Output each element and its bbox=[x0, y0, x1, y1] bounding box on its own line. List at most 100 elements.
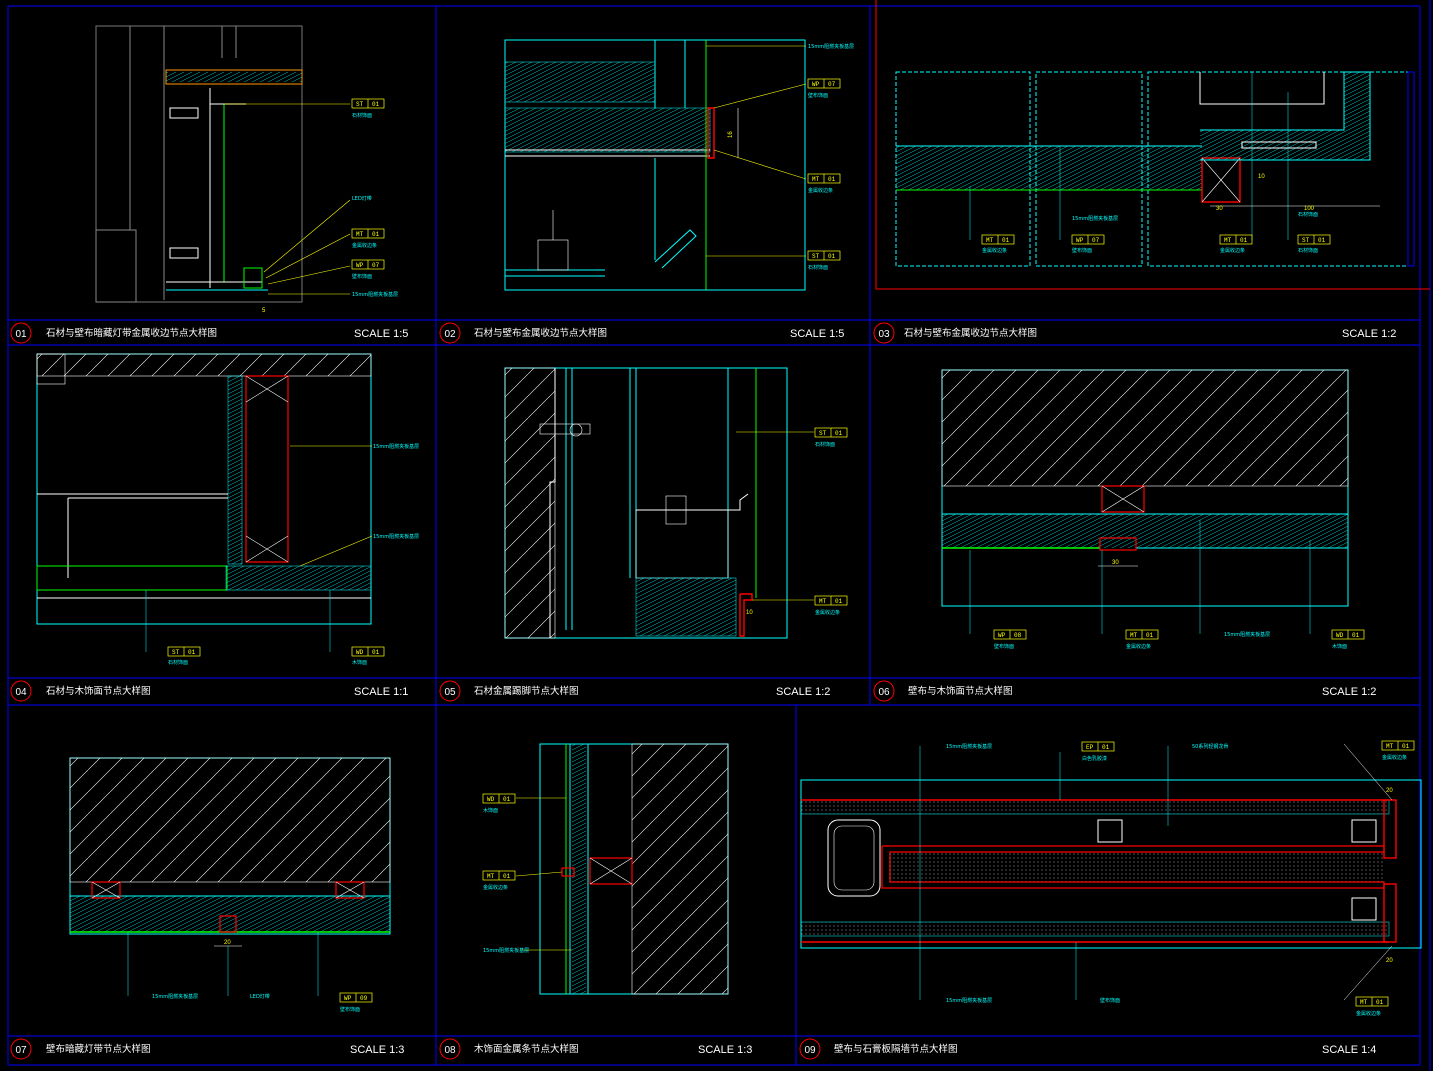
detail-title: 壁布与石膏板隔墙节点大样图 bbox=[834, 1043, 958, 1055]
detail-number-circle bbox=[439, 1038, 461, 1060]
svg-text:石材饰面: 石材饰面 bbox=[352, 112, 372, 119]
svg-text:01: 01 bbox=[503, 796, 511, 803]
svg-text:15mm阻燃夹板基层: 15mm阻燃夹板基层 bbox=[946, 743, 992, 750]
svg-text:壁布饰面: 壁布饰面 bbox=[808, 92, 828, 99]
svg-text:07: 07 bbox=[372, 262, 380, 269]
sheet-grid bbox=[7, 0, 1431, 1071]
svg-text:白色乳胶漆: 白色乳胶漆 bbox=[1082, 755, 1107, 762]
svg-text:LED灯带: LED灯带 bbox=[352, 195, 372, 202]
detail-02: 16 15mm阻燃夹板基层 WP 07 壁布饰面 MT 01 金属收边条 ST … bbox=[504, 39, 854, 291]
svg-text:01: 01 bbox=[372, 231, 380, 238]
svg-text:07: 07 bbox=[1092, 237, 1100, 244]
svg-text:15mm阻燃夹板基层: 15mm阻燃夹板基层 bbox=[373, 533, 419, 540]
detail-03: 30 100 10 MT 01 金属收边条 15mm阻燃夹板基层 WP 07 壁… bbox=[875, 0, 1430, 290]
detail-number: 07 bbox=[15, 1045, 27, 1056]
detail-01: ST 01 石材饰面 LED灯带 MT 01 金属收边条 WP 07 壁布饰面 … bbox=[95, 25, 398, 314]
svg-text:ST: ST bbox=[819, 430, 827, 437]
detail-scale: SCALE 1:4 bbox=[1322, 1044, 1376, 1056]
detail-scale: SCALE 1:5 bbox=[790, 328, 844, 340]
svg-text:01: 01 bbox=[835, 598, 843, 605]
tag-wp07-p03: WP 07 壁布饰面 bbox=[1071, 234, 1105, 254]
svg-text:金属收边条: 金属收边条 bbox=[815, 609, 840, 616]
detail-number-circle bbox=[10, 680, 32, 702]
tag-st01-p03: ST 01 石材饰面 bbox=[1297, 234, 1331, 254]
svg-text:MT: MT bbox=[356, 231, 364, 238]
svg-text:5: 5 bbox=[262, 308, 266, 314]
tag-wd01-p04: WD 01 木饰面 bbox=[351, 646, 385, 666]
detail-number: 06 bbox=[878, 687, 890, 698]
svg-text:100: 100 bbox=[1304, 206, 1315, 212]
svg-text:10: 10 bbox=[746, 610, 753, 616]
svg-text:木饰面: 木饰面 bbox=[483, 807, 498, 814]
detail-scale: SCALE 1:1 bbox=[354, 686, 408, 698]
detail-title: 石材与壁布暗藏灯带金属收边节点大样图 bbox=[46, 327, 217, 339]
svg-text:石材饰面: 石材饰面 bbox=[808, 264, 828, 271]
svg-text:15mm阻燃夹板基层: 15mm阻燃夹板基层 bbox=[483, 947, 529, 954]
svg-text:LED灯带: LED灯带 bbox=[250, 993, 270, 1000]
detail-07: 20 15mm阻燃夹板基层 LED灯带 WP 09 壁布饰面 bbox=[69, 757, 391, 1013]
svg-text:壁布饰面: 壁布饰面 bbox=[1072, 247, 1092, 254]
tag-mt01-p03: MT 01 金属收边条 bbox=[981, 234, 1015, 254]
svg-text:金属收边条: 金属收边条 bbox=[1220, 247, 1245, 254]
svg-text:木饰面: 木饰面 bbox=[352, 659, 367, 666]
tag-mt01-p05: MT 01 金属收边条 bbox=[814, 595, 848, 616]
svg-text:金属收边条: 金属收边条 bbox=[1126, 643, 1151, 650]
svg-text:壁布饰面: 壁布饰面 bbox=[1100, 997, 1120, 1004]
svg-text:ST: ST bbox=[1302, 237, 1310, 244]
svg-text:WP: WP bbox=[1076, 237, 1084, 244]
tag-st01-p01: ST 01 石材饰面 bbox=[351, 98, 385, 119]
svg-text:01: 01 bbox=[1352, 632, 1360, 639]
detail-title: 石材与壁布金属收边节点大样图 bbox=[904, 327, 1037, 339]
svg-text:15mm阻燃夹板基层: 15mm阻燃夹板基层 bbox=[373, 443, 419, 450]
tag-wp09-p07: WP 09 壁布饰面 bbox=[339, 992, 373, 1013]
tag-st01-p04: ST 01 石材饰面 bbox=[167, 646, 201, 666]
title-block-3: 03 石材与壁布金属收边节点大样图 SCALE 1:2 bbox=[873, 322, 1396, 344]
svg-text:09: 09 bbox=[360, 995, 368, 1002]
detail-number-circle bbox=[439, 680, 461, 702]
tag-ep01-p09: EP 01 白色乳胶漆 bbox=[1081, 741, 1115, 762]
svg-text:MT: MT bbox=[1360, 999, 1368, 1006]
svg-text:15mm阻燃夹板基层: 15mm阻燃夹板基层 bbox=[1224, 631, 1270, 638]
svg-text:01: 01 bbox=[1102, 744, 1110, 751]
svg-text:01: 01 bbox=[188, 649, 196, 656]
svg-text:01: 01 bbox=[828, 176, 836, 183]
tag-wp07-p01: WP 07 壁布饰面 bbox=[351, 259, 385, 280]
svg-text:01: 01 bbox=[503, 873, 511, 880]
tag-wd01-p06: WD 01 木饰面 bbox=[1331, 629, 1365, 650]
svg-text:01: 01 bbox=[835, 430, 843, 437]
svg-text:MT: MT bbox=[986, 237, 994, 244]
svg-text:15mm阻燃夹板基层: 15mm阻燃夹板基层 bbox=[1072, 215, 1118, 222]
detail-number: 03 bbox=[878, 329, 890, 340]
svg-text:壁布饰面: 壁布饰面 bbox=[994, 643, 1014, 650]
detail-number: 01 bbox=[15, 329, 27, 340]
tag-mt01-p09-bottom: MT 01 金属收边条 bbox=[1355, 996, 1389, 1017]
svg-text:15mm阻燃夹板基层: 15mm阻燃夹板基层 bbox=[808, 43, 854, 50]
svg-text:MT: MT bbox=[812, 176, 820, 183]
svg-text:MT: MT bbox=[1386, 743, 1394, 750]
svg-text:08: 08 bbox=[1014, 632, 1022, 639]
svg-text:MT: MT bbox=[487, 873, 495, 880]
svg-text:16: 16 bbox=[728, 131, 734, 138]
svg-text:20: 20 bbox=[1386, 958, 1393, 964]
svg-text:金属收边条: 金属收边条 bbox=[483, 884, 508, 891]
svg-text:石材饰面: 石材饰面 bbox=[168, 659, 188, 666]
detail-title: 石材与壁布金属收边节点大样图 bbox=[474, 327, 607, 339]
tag-wp07-p02: WP 07 壁布饰面 bbox=[807, 78, 841, 99]
detail-number-circle bbox=[439, 322, 461, 344]
svg-text:WP: WP bbox=[344, 995, 352, 1002]
svg-text:01: 01 bbox=[828, 253, 836, 260]
tag-mt01-p08: MT 01 金属收边条 bbox=[482, 870, 516, 891]
detail-scale: SCALE 1:2 bbox=[1342, 328, 1396, 340]
svg-text:01: 01 bbox=[1402, 743, 1410, 750]
svg-text:WD: WD bbox=[1336, 632, 1344, 639]
svg-text:MT: MT bbox=[1224, 237, 1232, 244]
tag-wp08-p06: WP 08 壁布饰面 bbox=[993, 629, 1027, 650]
detail-number-circle bbox=[10, 322, 32, 344]
